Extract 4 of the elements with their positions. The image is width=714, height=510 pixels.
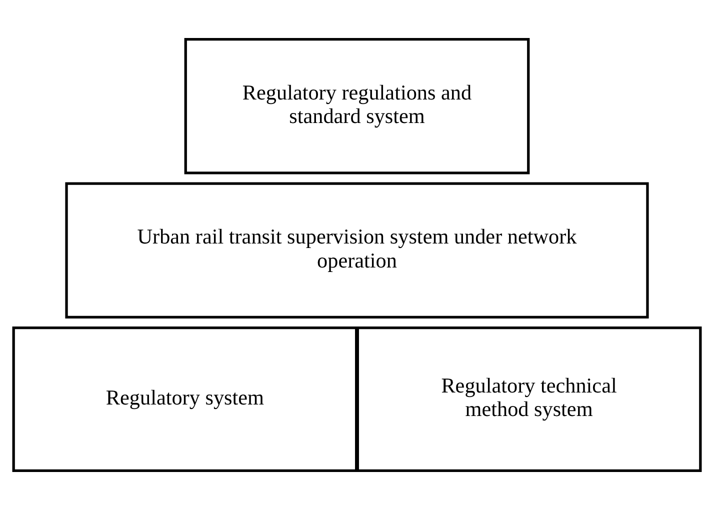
node-box: Urban rail transit supervision system under network operation bbox=[65, 182, 649, 319]
node-box: Regulatory regulations and standard system bbox=[184, 38, 530, 174]
node-box: Regulatory system bbox=[12, 326, 358, 472]
node-box: Regulatory technical method system bbox=[356, 326, 702, 472]
